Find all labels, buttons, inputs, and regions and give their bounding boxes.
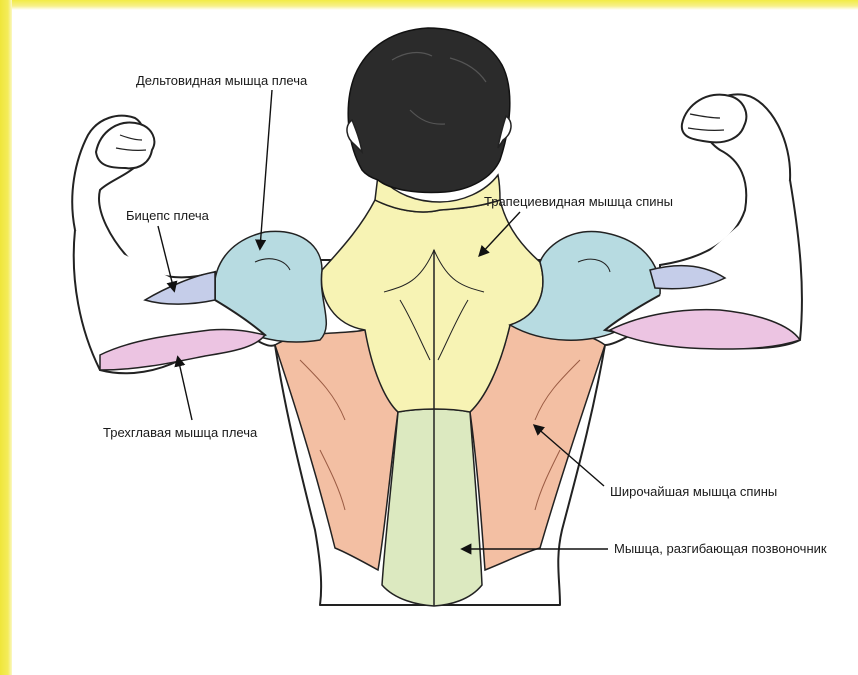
head [347, 28, 511, 212]
label-triceps: Трехглавая мышца плеча [103, 425, 257, 440]
label-deltoid: Дельтовидная мышца плеча [136, 73, 307, 88]
arrow-deltoid [260, 90, 272, 248]
label-biceps: Бицепс плеча [126, 208, 209, 223]
label-latissimus: Широчайшая мышца спины [610, 484, 777, 499]
hair [348, 28, 510, 193]
arrow-triceps [178, 358, 192, 420]
right-fist [682, 95, 747, 143]
label-erector: Мышца, разгибающая позвоночник [614, 541, 827, 556]
label-trapezius: Трапециевидная мышца спины [484, 194, 673, 209]
right-arm [605, 94, 802, 349]
erector-spinae [382, 409, 482, 606]
